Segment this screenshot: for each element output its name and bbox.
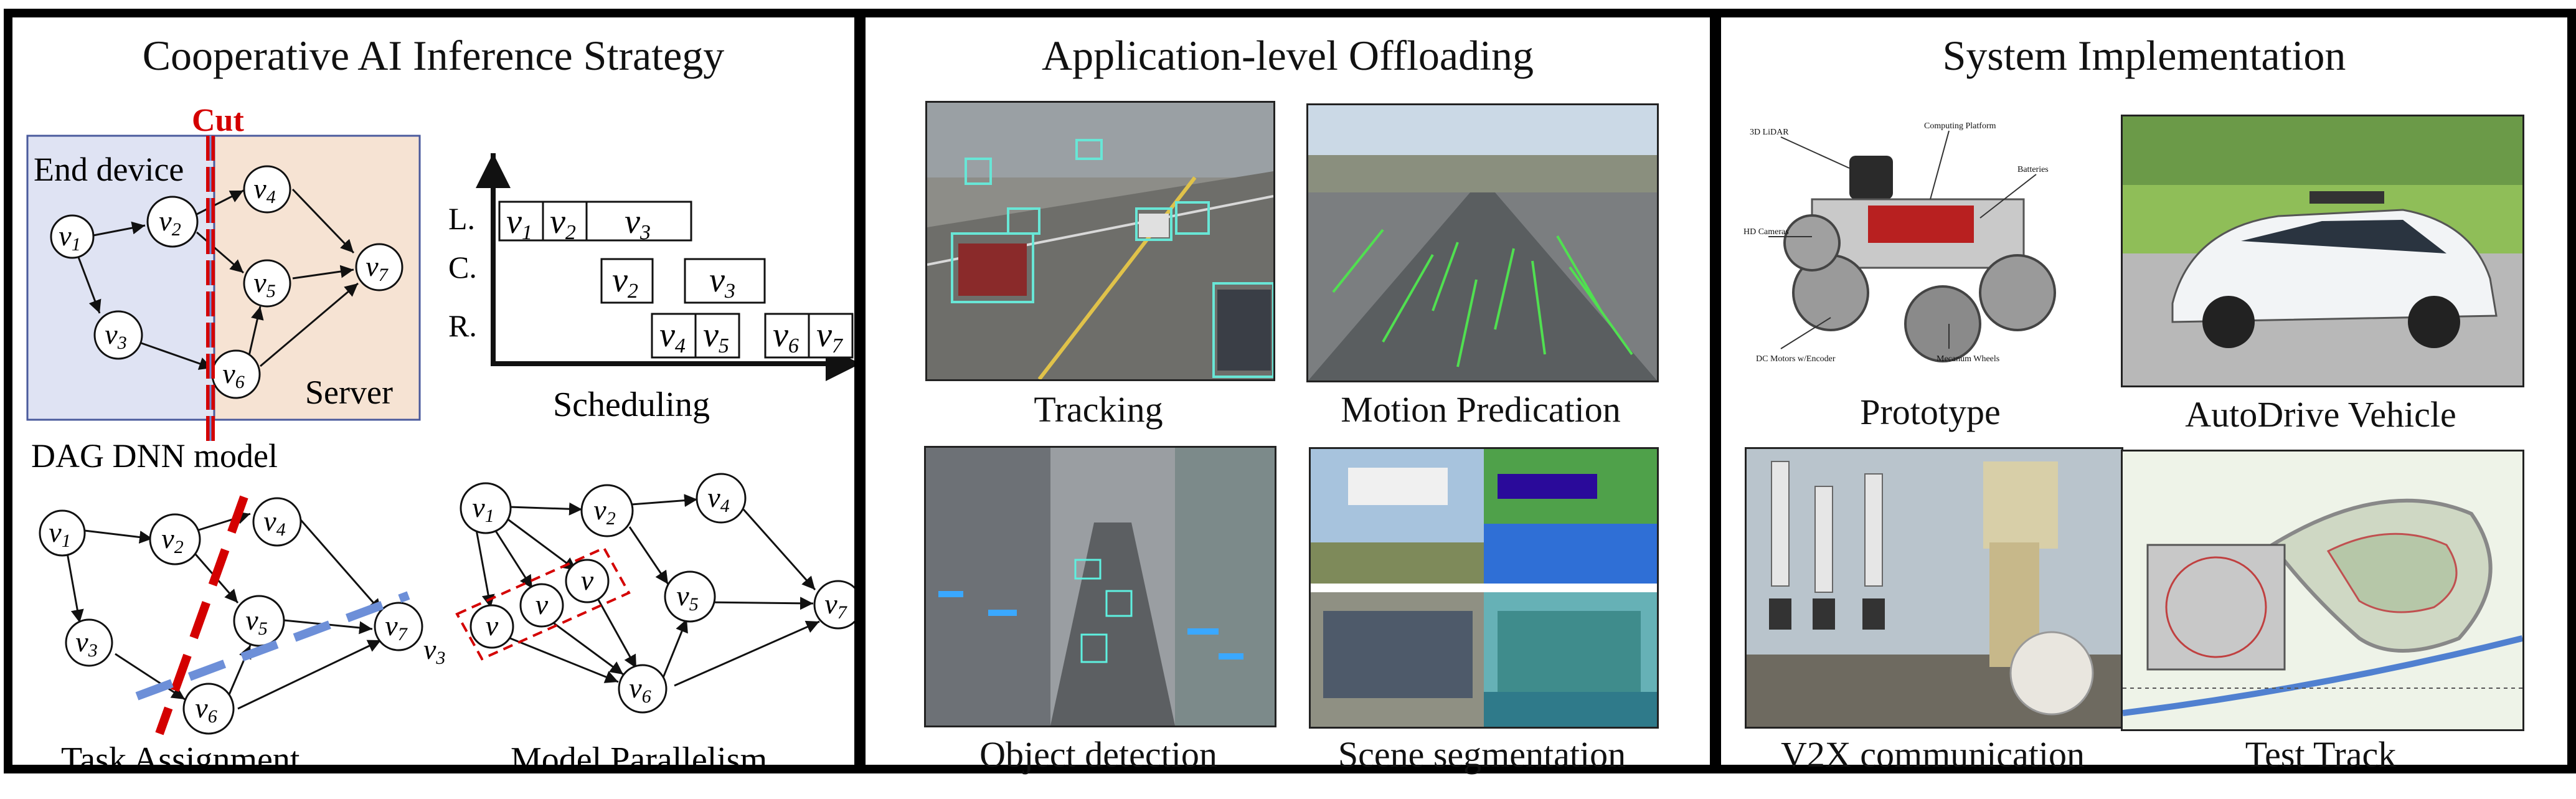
svg-text:v4: v4 [707,481,729,516]
svg-text:v4: v4 [659,316,686,357]
blue-cut-dashed [135,591,410,701]
svg-text:v2: v2 [593,494,615,529]
dag-edges [77,188,359,370]
end-device-region [26,135,215,421]
svg-text:v3: v3 [709,261,735,303]
panel-title: System Implementation [1942,32,2346,79]
panel-application-offloading: Application-level Offloading Tracking [857,9,1719,775]
dag-caption: DAG DNN model [31,437,278,475]
red-cut-dashed [155,495,248,735]
tracking-image [925,101,1275,381]
panel-title: Application-level Offloading [1042,32,1534,79]
test-track-image [2121,450,2524,731]
cut-label: Cut [192,103,244,138]
svg-text:v7: v7 [366,250,389,285]
caption-object-detection: Object detection [979,734,1217,775]
svg-text:Batteries: Batteries [2017,165,2049,174]
svg-text:Computing Platform: Computing Platform [1924,121,1996,131]
svg-text:v2: v2 [161,522,183,557]
svg-text:v6: v6 [773,316,799,357]
svg-text:v: v [486,610,499,641]
sched-row-c: C. [448,250,477,285]
sched-row-r: R. [448,308,477,343]
svg-text:v1: v1 [472,491,494,526]
svg-text:v4: v4 [263,505,285,540]
svg-text:v2: v2 [612,261,638,303]
model-parallelism-graph: v1 v2 v4 v v v v5 v6 v7 v3 Model Paralle… [423,473,854,765]
svg-text:v1: v1 [59,220,80,255]
end-device-label: End device [34,151,184,188]
svg-text:v: v [581,564,594,596]
task-caption: Task Assignment [61,740,300,765]
autodrive-vehicle-image [2121,115,2524,387]
svg-text:v7: v7 [824,588,847,623]
svg-text:v5: v5 [245,604,267,639]
svg-text:v2: v2 [550,202,576,244]
panel-title: Cooperative AI Inference Strategy [142,32,725,79]
svg-text:HD Cameras: HD Cameras [1743,227,1789,237]
caption-test-track: Test Track [2245,734,2397,775]
panel-cooperative-inference: Cooperative AI Inference Strategy End de… [4,9,863,773]
svg-text:v1: v1 [506,202,532,244]
svg-text:v: v [535,589,549,620]
svg-text:3D LiDAR: 3D LiDAR [1750,128,1789,137]
svg-text:v1: v1 [49,516,70,551]
scheduling-chart: L. C. R. v1 v2 v3 v2 v3 v4 v5 v6 v7 S [448,153,854,424]
svg-text:v7: v7 [816,316,844,357]
prototype-image: 3D LiDAR Computing Platform Batteries HD… [1743,112,2117,380]
task-assignment-graph: v1 v2 v3 v4 v5 v6 v7 Task Assignment [39,495,423,765]
svg-text:v3: v3 [105,318,126,353]
svg-text:v2: v2 [159,205,181,240]
object-detection-image [924,446,1276,727]
panel-system-implementation: System Implementation 3D LiDAR Computing… [1712,9,2576,775]
sched-row-l: L. [448,201,475,236]
svg-text:v6: v6 [222,357,244,392]
caption-v2x: V2X communication [1780,734,2085,775]
svg-text:v3: v3 [625,202,651,244]
svg-text:v5: v5 [676,580,698,615]
svg-text:v3: v3 [75,626,97,661]
caption-autodrive: AutoDrive Vehicle [2185,394,2456,435]
caption-tracking: Tracking [1034,389,1163,430]
svg-text:v6: v6 [195,692,217,727]
stray-v3: v3 [423,633,445,668]
v2x-image [1745,447,2123,729]
svg-text:v5: v5 [703,316,729,357]
svg-text:v4: v4 [253,173,275,207]
svg-text:Mecanum Wheels: Mecanum Wheels [1937,354,1999,364]
caption-scene-segmentation: Scene segmentation [1338,734,1626,775]
svg-text:v6: v6 [629,672,651,707]
caption-motion: Motion Predication [1341,389,1621,430]
scene-segmentation-image [1309,447,1659,729]
dag-nodes [50,165,403,399]
svg-text:v7: v7 [385,610,408,645]
svg-text:DC Motors w/Encoder: DC Motors w/Encoder [1756,354,1836,364]
cooperative-diagram: End device Server v1 v2 v3 v4 v5 v6 v [26,103,854,765]
server-label: Server [305,374,393,411]
svg-text:v5: v5 [253,267,275,301]
parallel-caption: Model Parallelism [511,740,767,765]
scheduling-caption: Scheduling [553,385,710,424]
motion-prediction-image [1306,103,1659,382]
caption-prototype: Prototype [1860,392,2001,432]
dag-node-labels: v1 v2 v3 v4 v5 v6 v7 [59,173,389,392]
parallel-group-box [455,546,631,661]
